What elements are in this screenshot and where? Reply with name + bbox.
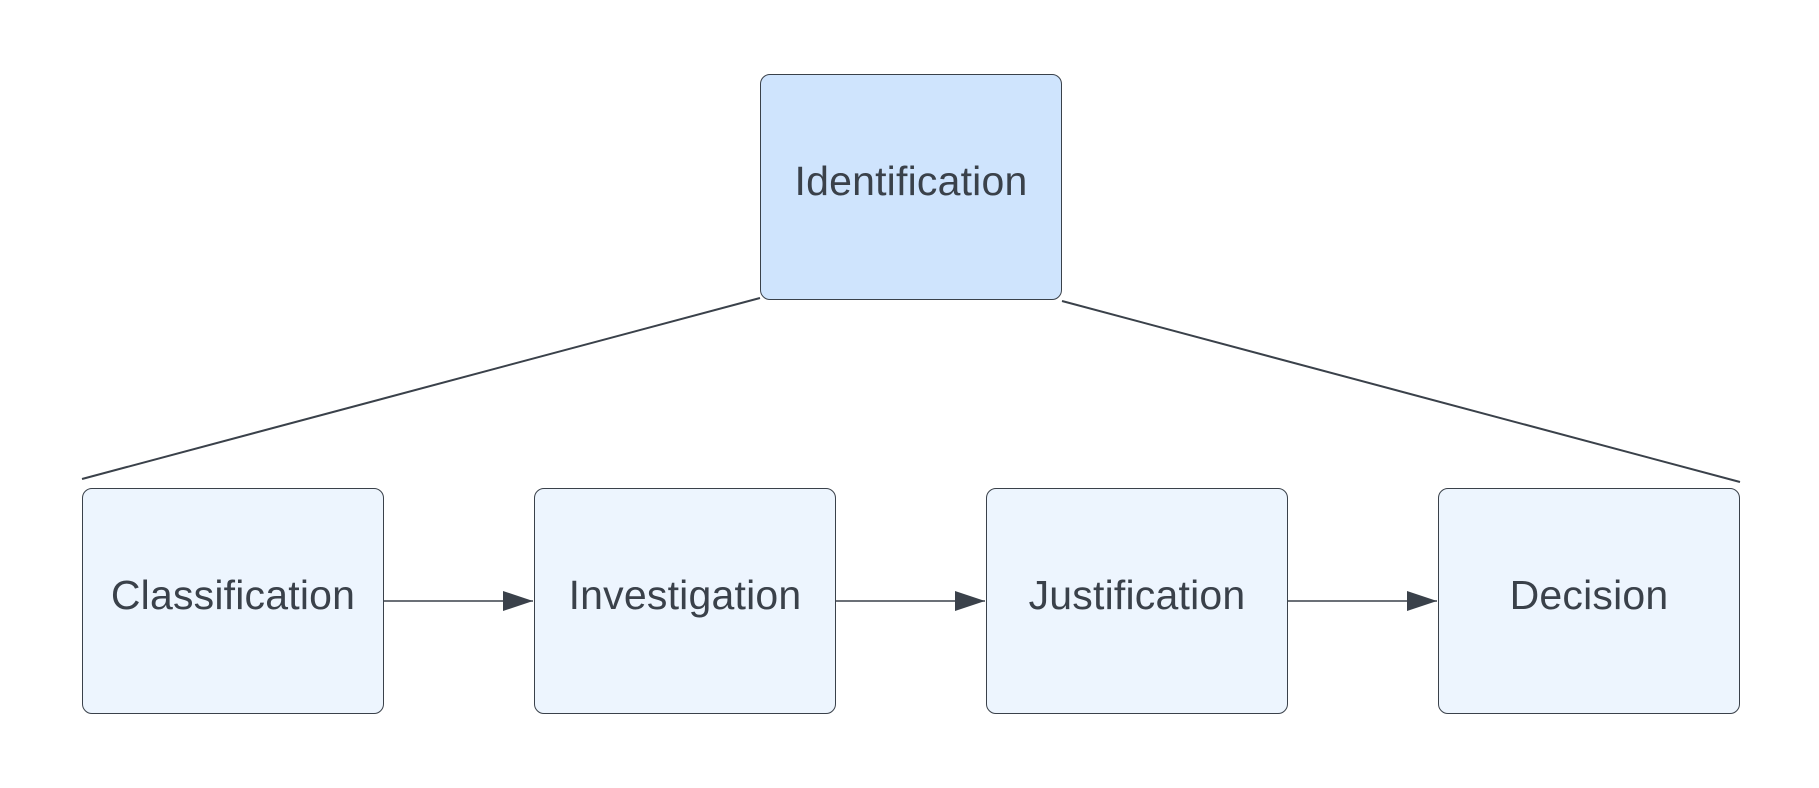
node-identification-label: Identification	[794, 157, 1028, 204]
node-identification[interactable]: Identification	[760, 74, 1062, 300]
connector-identification-decision	[1061, 300, 1741, 483]
node-investigation-label: Investigation	[568, 571, 802, 618]
node-justification[interactable]: Justification	[986, 488, 1288, 714]
node-justification-label: Justification	[1028, 571, 1246, 618]
node-decision-label: Decision	[1509, 571, 1669, 618]
node-investigation[interactable]: Investigation	[534, 488, 836, 714]
connector-identification-classification	[81, 297, 761, 480]
node-classification-label: Classification	[110, 571, 356, 618]
node-classification[interactable]: Classification	[82, 488, 384, 714]
node-decision[interactable]: Decision	[1438, 488, 1740, 714]
